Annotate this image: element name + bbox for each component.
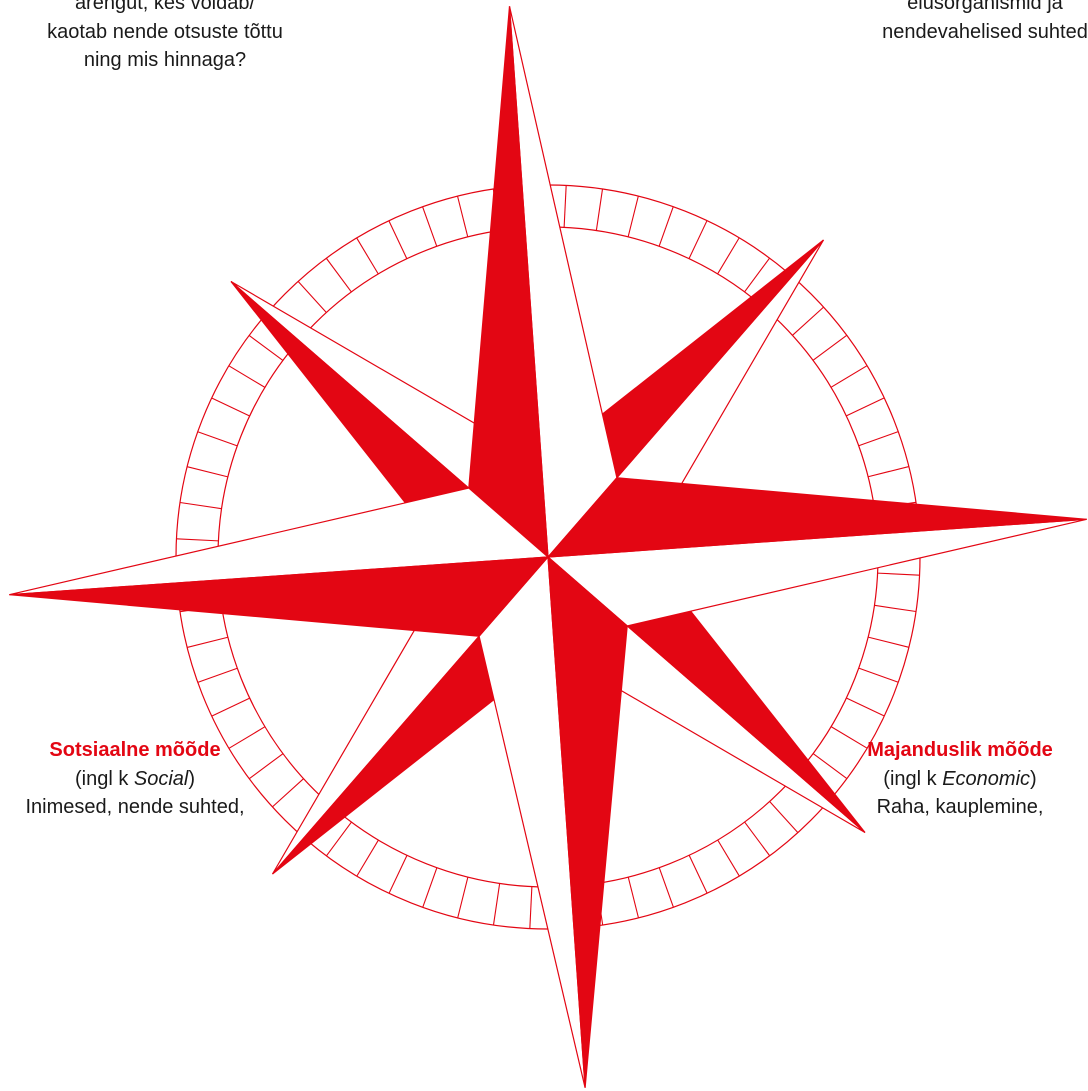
- ring-tick: [628, 877, 638, 918]
- ring-tick: [792, 307, 823, 335]
- eng-term: Social: [134, 768, 188, 790]
- ring-tick: [326, 258, 351, 292]
- compass-star: [9, 6, 1086, 1087]
- eng-suffix: ): [188, 768, 195, 790]
- ring-tick: [458, 877, 468, 918]
- ring-tick: [564, 185, 566, 227]
- ring-tick: [718, 840, 740, 876]
- ring-tick: [689, 221, 707, 259]
- ring-tick: [176, 539, 218, 541]
- description-line: Raha, kauplemine,: [765, 793, 1088, 822]
- note-line: arengut, kes võidab/: [0, 0, 360, 18]
- ring-tick: [389, 221, 407, 259]
- ring-tick: [868, 637, 909, 647]
- eng-prefix: (ingl k: [883, 768, 942, 790]
- english-term-line: (ingl k Social): [0, 765, 330, 794]
- english-term-line: (ingl k Economic): [765, 765, 1088, 794]
- ring-tick: [659, 207, 673, 247]
- note-line: ning mis hinnaga?: [0, 46, 360, 75]
- ring-tick: [859, 432, 899, 446]
- description-line: Inimesed, nende suhted,: [0, 793, 330, 822]
- dimension-title: Sotsiaalne mõõde: [0, 736, 330, 765]
- ring-tick: [831, 366, 867, 388]
- ring-tick: [659, 868, 673, 908]
- eng-suffix: ): [1030, 768, 1037, 790]
- ring-tick: [868, 467, 909, 477]
- note-top-right: elusorganismid ja nendevahelised suhted: [790, 0, 1088, 46]
- ring-tick: [423, 868, 437, 908]
- note-top-left: arengut, kes võidab/ kaotab nende otsust…: [0, 0, 360, 75]
- ring-tick: [689, 855, 707, 893]
- ring-tick: [846, 398, 884, 416]
- ring-tick: [628, 196, 638, 237]
- ring-tick: [423, 207, 437, 247]
- ring-tick: [298, 281, 326, 312]
- eng-prefix: (ingl k: [75, 768, 134, 790]
- ring-tick: [187, 637, 228, 647]
- ring-tick: [846, 698, 884, 716]
- eng-term: Economic: [942, 768, 1030, 790]
- ring-tick: [212, 698, 250, 716]
- ring-tick: [212, 398, 250, 416]
- ring-tick: [357, 238, 379, 274]
- ring-tick: [813, 335, 847, 360]
- ring-tick: [596, 189, 602, 231]
- ring-tick: [878, 573, 920, 575]
- dimension-title: Majanduslik mõõde: [765, 736, 1088, 765]
- ring-tick: [859, 668, 899, 682]
- ring-tick: [389, 855, 407, 893]
- ring-tick: [357, 840, 379, 876]
- note-economic-dimension: Majanduslik mõõde (ingl k Economic) Raha…: [765, 736, 1088, 822]
- note-line: kaotab nende otsuste tõttu: [0, 18, 360, 47]
- ring-tick: [187, 467, 228, 477]
- ring-tick: [874, 605, 916, 611]
- ring-tick: [493, 883, 499, 925]
- note-line: nendevahelised suhted: [790, 18, 1088, 47]
- ring-tick: [198, 668, 238, 682]
- ring-tick: [180, 502, 222, 508]
- ring-tick: [458, 196, 468, 237]
- ring-tick: [198, 432, 238, 446]
- note-social-dimension: Sotsiaalne mõõde (ingl k Social) Inimese…: [0, 736, 330, 822]
- ring-tick: [229, 366, 265, 388]
- ring-tick: [530, 887, 532, 929]
- ring-tick: [745, 822, 770, 856]
- note-line: elusorganismid ja: [790, 0, 1088, 18]
- ring-tick: [718, 238, 740, 274]
